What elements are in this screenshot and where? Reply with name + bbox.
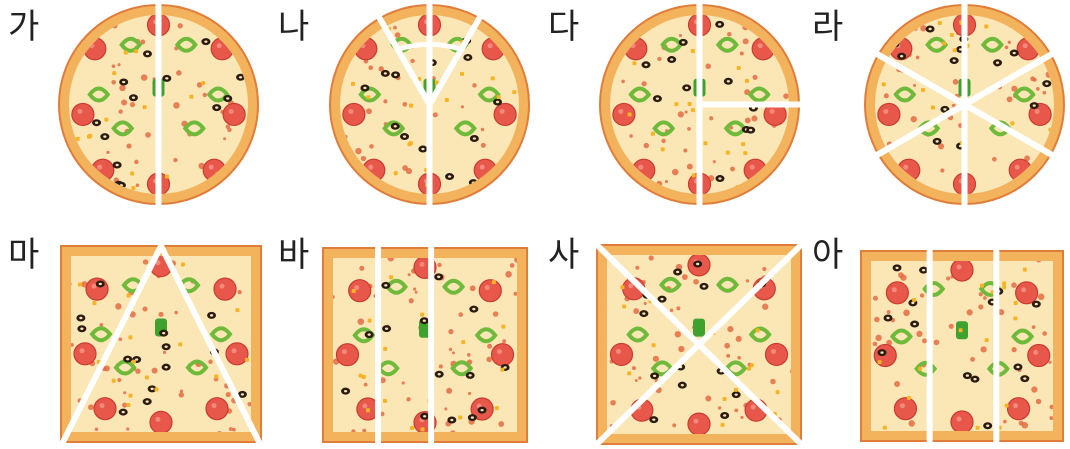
option-label-na: 나 bbox=[278, 10, 309, 44]
pizza-ba-square-strips bbox=[320, 245, 530, 445]
option-label-ma: 마 bbox=[8, 238, 39, 272]
option-label-a: 아 bbox=[812, 238, 843, 272]
pizza-da-round-cut bbox=[597, 2, 802, 207]
pizza-ra-round-sixths bbox=[862, 2, 1067, 207]
option-label-ga: 가 bbox=[8, 10, 39, 44]
pizza-a-square-strips bbox=[858, 248, 1066, 444]
option-label-ba: 바 bbox=[278, 238, 309, 272]
option-label-sa: 사 bbox=[548, 238, 579, 272]
option-label-ra: 라 bbox=[812, 10, 843, 44]
pizza-ma-square-triangle bbox=[58, 243, 264, 445]
option-label-da: 다 bbox=[548, 10, 579, 44]
pizza-sa-square-diagonals bbox=[594, 242, 804, 447]
pizza-ga-round-halves bbox=[56, 2, 261, 207]
pizza-na-round-cut bbox=[327, 2, 532, 207]
